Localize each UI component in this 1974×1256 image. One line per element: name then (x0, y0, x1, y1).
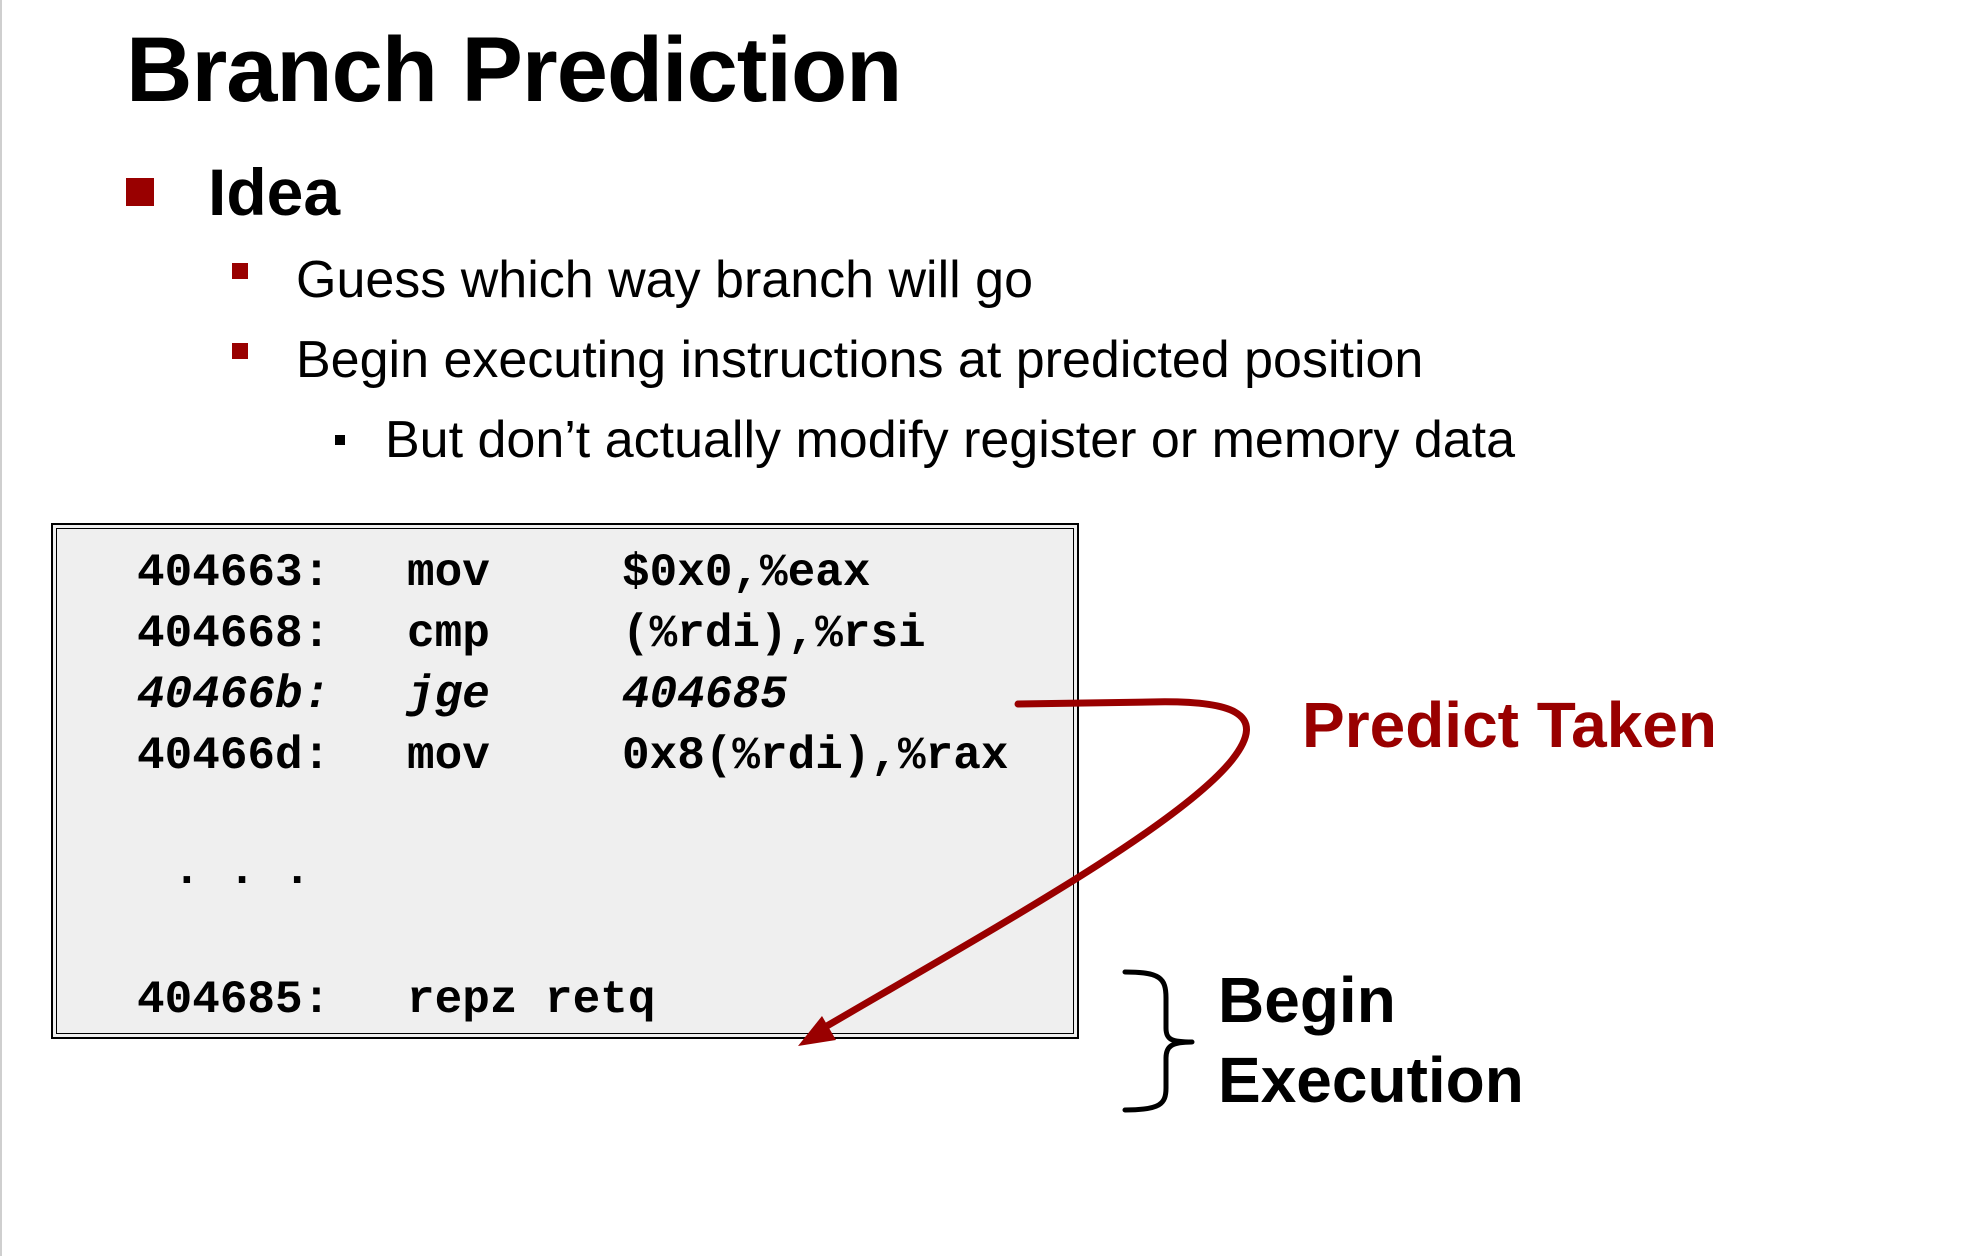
slide-title: Branch Prediction (126, 19, 902, 121)
code-line-target: 404685: repz retq (137, 972, 655, 1028)
code-address: 40466d: (137, 730, 331, 782)
code-operands: $0x0,%eax (622, 547, 871, 599)
code-operands: 0x8(%rdi),%rax (622, 730, 1009, 782)
bullet-guess: Guess which way branch will go (232, 245, 1033, 315)
bullet-guess-text: Guess which way branch will go (296, 251, 1033, 309)
bullet-begin-executing: Begin executing instructions at predicte… (232, 325, 1423, 395)
sub-bullet: But don’t actually modify register or me… (335, 405, 1515, 475)
begin-execution-line2: Execution (1218, 1044, 1524, 1116)
code-operands: (%rdi),%rsi (622, 608, 926, 660)
sub-bullet-text: But don’t actually modify register or me… (385, 411, 1516, 469)
code-line: 40466d: mov 0x8(%rdi),%rax (137, 728, 1008, 784)
curly-brace-icon (1122, 969, 1195, 1113)
left-edge-rule (0, 0, 2, 1256)
code-address: 404685: (137, 974, 331, 1026)
code-line: 404668: cmp (%rdi),%rsi (137, 606, 926, 662)
code-instruction: repz retq (407, 974, 656, 1026)
predict-taken-label: Predict Taken (1302, 689, 1717, 761)
bullet-square-icon (126, 178, 154, 206)
code-address: 40466b: (137, 669, 331, 721)
bullet-idea: Idea (126, 152, 340, 232)
code-line-branch: 40466b: jge 404685 (137, 667, 788, 723)
begin-execution-label: Begin Execution (1218, 960, 1524, 1120)
code-address: 404663: (137, 547, 331, 599)
code-opcode: jge (407, 669, 490, 721)
bullet-square-icon (232, 343, 248, 359)
small-bullet-icon (335, 435, 345, 445)
bullet-square-icon (232, 263, 248, 279)
begin-execution-line1: Begin (1218, 964, 1396, 1036)
code-line: 404663: mov $0x0,%eax (137, 545, 870, 601)
code-opcode: mov (407, 730, 490, 782)
code-listing: 404663: mov $0x0,%eax 404668: cmp (%rdi)… (51, 523, 1079, 1039)
bullet-idea-label: Idea (208, 155, 341, 229)
code-operands: 404685 (622, 669, 788, 721)
code-ellipsis: . . . (173, 845, 312, 897)
code-address: 404668: (137, 608, 331, 660)
bullet-begin-executing-text: Begin executing instructions at predicte… (296, 331, 1424, 389)
code-opcode: cmp (407, 608, 490, 660)
code-opcode: mov (407, 547, 490, 599)
